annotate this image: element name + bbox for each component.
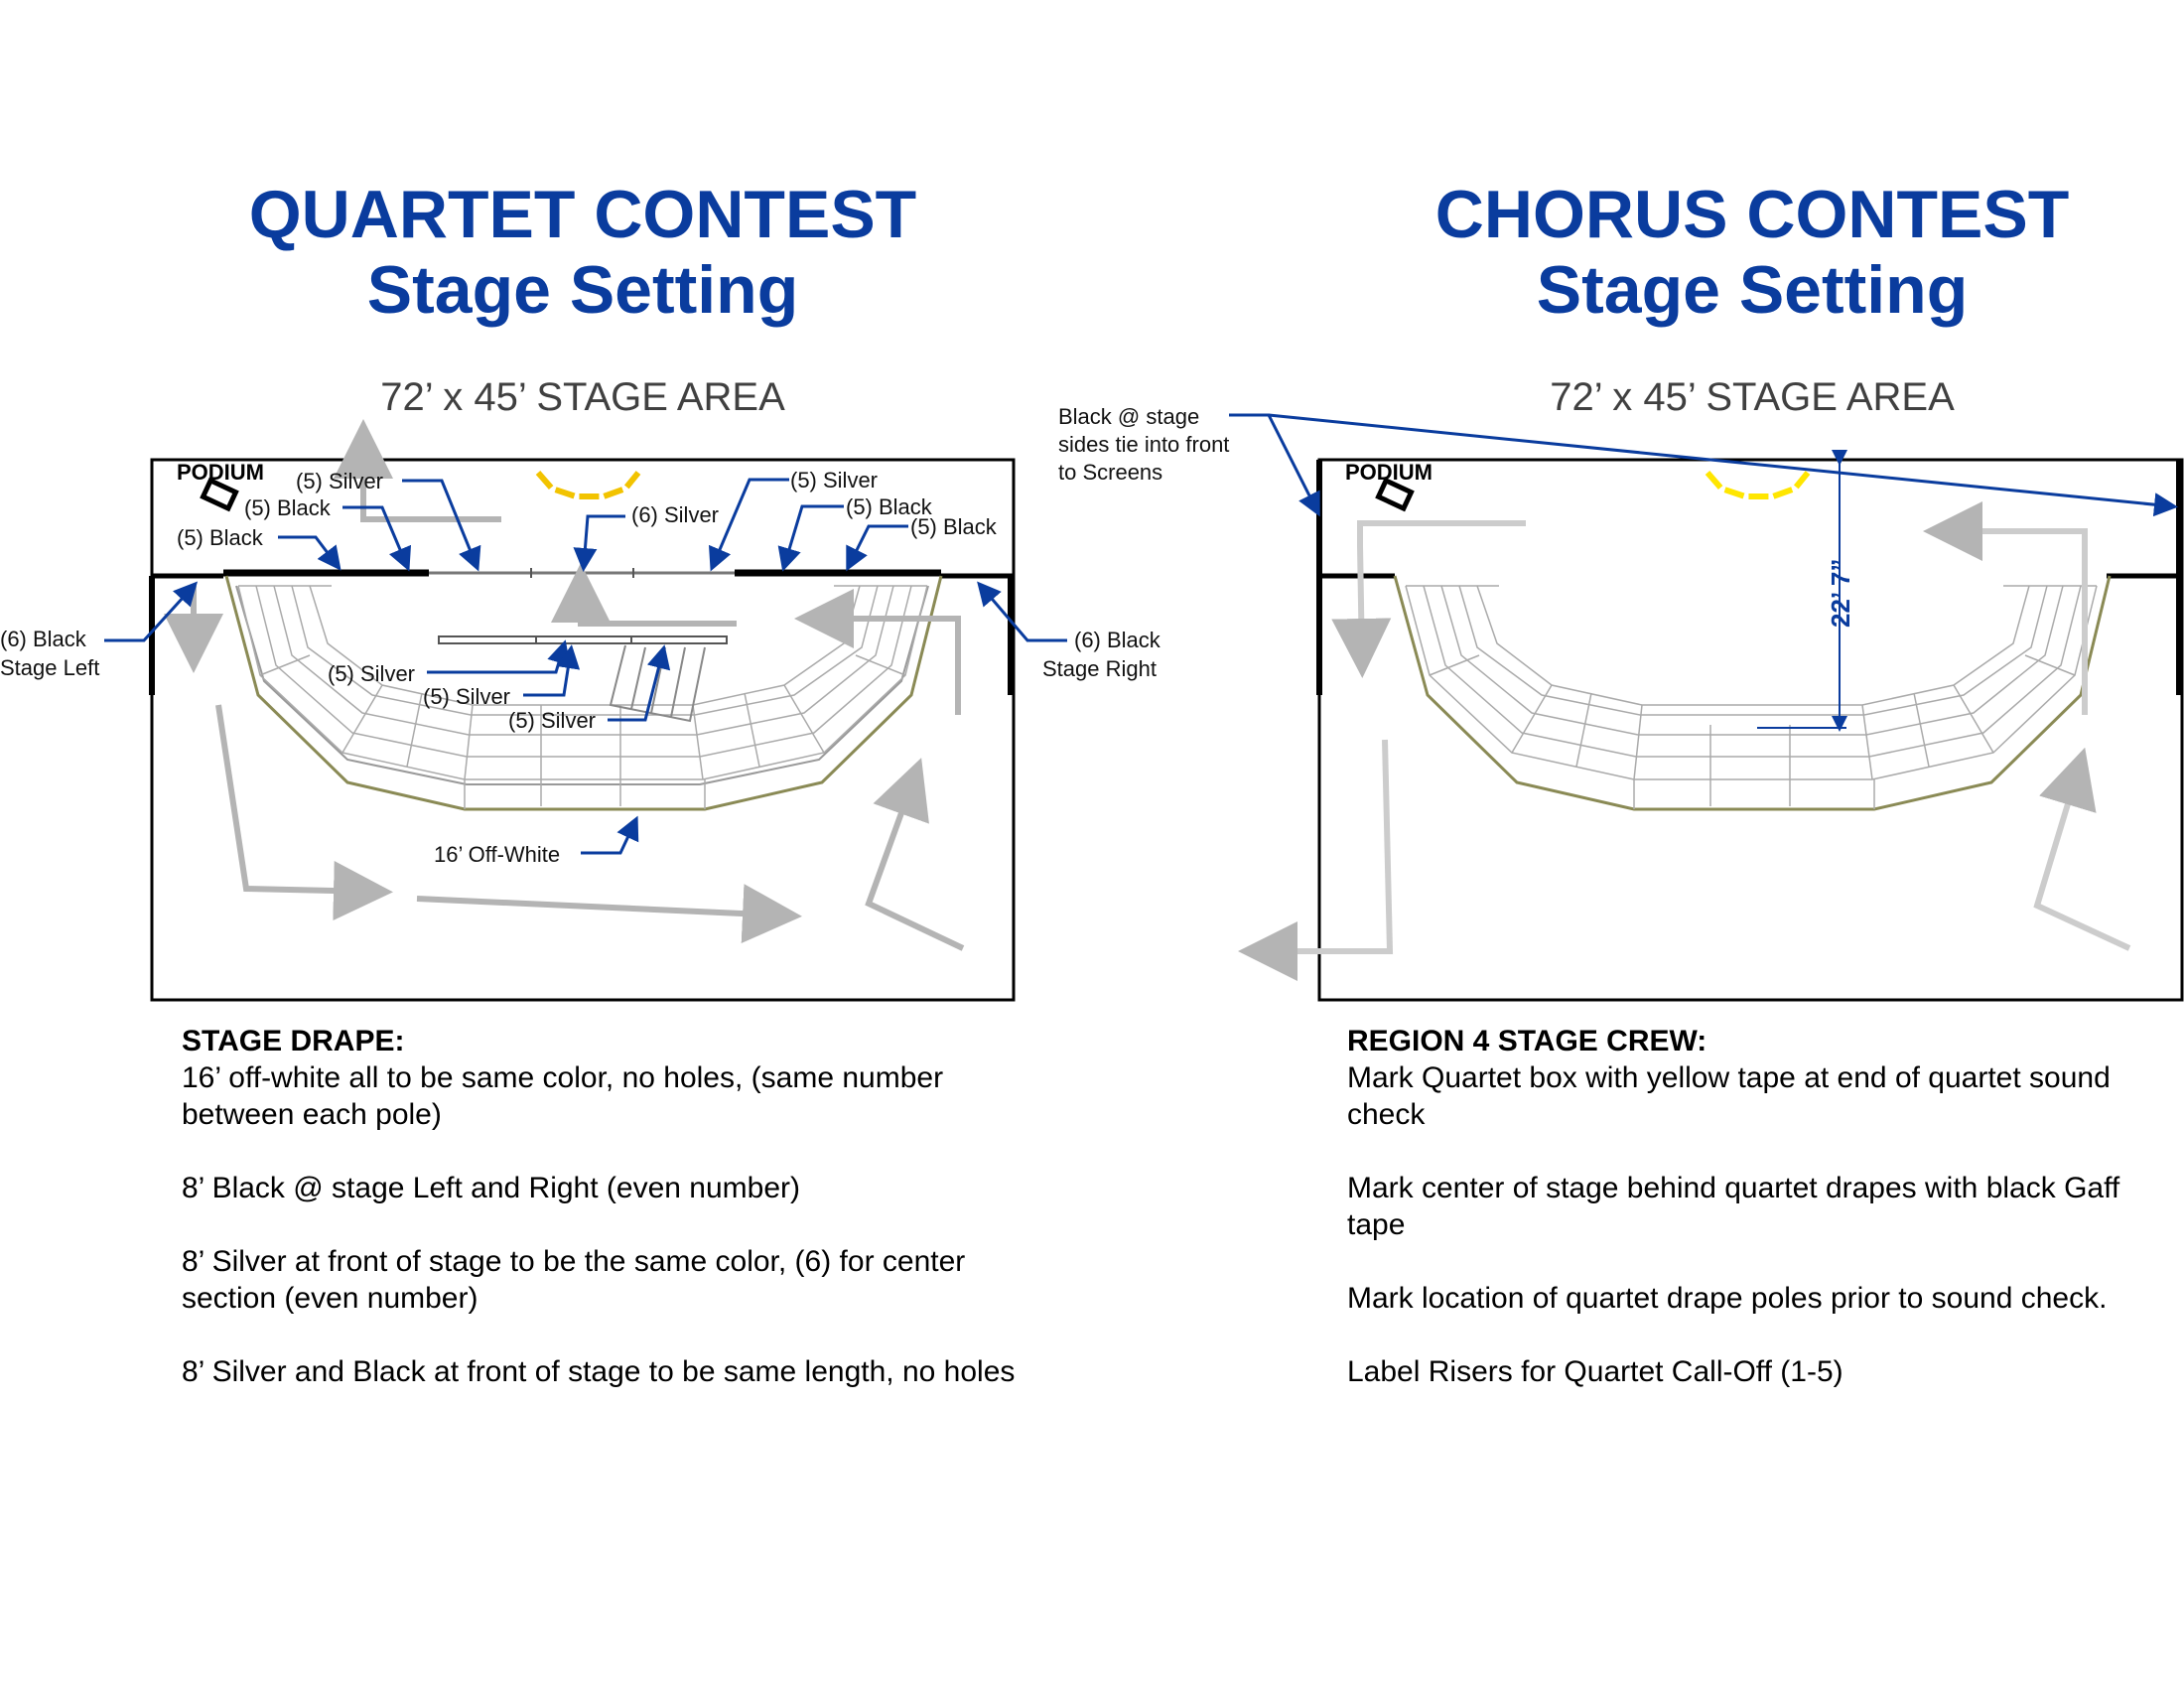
callout-silver-top-right <box>709 478 789 572</box>
chorus-flow-arrow-1 <box>1331 520 1526 678</box>
callout-stage-left <box>104 581 199 642</box>
label-stage-right-2: Stage Right <box>1042 656 1157 681</box>
quartet-stage-area: 72’ x 45’ STAGE AREA <box>380 375 785 419</box>
stage-crew-note: Label Risers for Quartet Call-Off (1-5) <box>1347 1355 1843 1388</box>
quartet-riser-grid <box>237 585 928 809</box>
quartet-title: QUARTET CONTEST Stage Setting <box>136 177 1029 328</box>
quartet-title-line1: QUARTET CONTEST <box>248 177 917 252</box>
quartet-riser-inner <box>235 585 929 785</box>
chorus-stage-outline <box>1317 458 2184 1002</box>
quartet-riser-outline <box>224 575 943 811</box>
callout-offwhite <box>581 815 639 855</box>
label-black-top-left-a: (5) Black <box>244 495 332 520</box>
quartet-flow-arrow-7 <box>865 758 965 951</box>
callout-silver-center <box>573 514 625 572</box>
stage-drape-heading: STAGE DRAPE: <box>182 1025 405 1057</box>
label-silver-c: (5) Silver <box>508 708 596 733</box>
quartet-box-yellow <box>535 471 641 499</box>
quartet-flow-arrow-6 <box>416 884 802 944</box>
callout-stage-right <box>977 581 1067 642</box>
chorus-stage-area: 72’ x 45’ STAGE AREA <box>1550 375 1955 419</box>
stage-drape-notes: STAGE DRAPE: 16’ off-white all to be sam… <box>182 1023 1025 1427</box>
quartet-title-line2: Stage Setting <box>366 252 799 328</box>
chorus-diagram: PODIUM <box>1058 404 2184 1002</box>
quartet-front-silver-drape <box>438 635 728 644</box>
label-offwhite: 16’ Off-White <box>434 842 560 867</box>
stage-crew-note: Mark center of stage behind quartet drap… <box>1347 1172 2120 1241</box>
quartet-flow-arrow-1 <box>334 419 501 522</box>
stage-drape-note: 8’ Silver at front of stage to be the sa… <box>182 1245 966 1315</box>
chorus-flow-arrow-2 <box>1238 739 1394 981</box>
callout-silver-c <box>608 644 671 722</box>
quartet-flow-arrow-3 <box>551 563 737 627</box>
callout-silver-top-left <box>402 479 481 572</box>
label-stage-left-1: (6) Black <box>0 627 87 651</box>
chorus-callout-right <box>1268 413 2178 517</box>
callout-black-top-right-b <box>846 524 908 572</box>
chorus-flow-arrows <box>1238 501 2131 981</box>
quartet-podium-label: PODIUM <box>177 460 264 485</box>
label-stage-left-2: Stage Left <box>0 655 99 680</box>
quartet-podium-icon <box>200 477 239 512</box>
label-black-top-left-b: (5) Black <box>177 525 264 550</box>
callout-black-top-left-b <box>278 535 341 571</box>
label-silver-center: (6) Silver <box>631 502 719 527</box>
stage-crew-heading: REGION 4 STAGE CREW: <box>1347 1025 1707 1057</box>
callout-silver-b <box>523 644 581 697</box>
label-black-top-right-b: (5) Black <box>910 514 998 539</box>
stage-crew-note: Mark Quartet box with yellow tape at end… <box>1347 1061 2111 1131</box>
chorus-title-line1: CHORUS CONTEST <box>1434 177 2070 252</box>
callout-silver-a <box>427 639 571 674</box>
chorus-flow-arrow-4 <box>2033 747 2131 951</box>
chorus-callout-line3: to Screens <box>1058 460 1162 485</box>
label-silver-top-left: (5) Silver <box>296 469 383 493</box>
chorus-quartet-box-yellow <box>1705 471 1811 499</box>
chorus-flow-arrow-3 <box>1923 501 2088 715</box>
chorus-title-line2: Stage Setting <box>1536 252 1969 328</box>
stage-crew-note: Mark location of quartet drape poles pri… <box>1347 1282 2108 1315</box>
quartet-flow-arrow-5 <box>215 704 393 921</box>
chorus-callout-left <box>1229 413 1320 517</box>
chorus-title: CHORUS CONTEST Stage Setting <box>1305 177 2184 328</box>
quartet-stage-outline <box>150 458 1016 1002</box>
stage-drape-note: 16’ off-white all to be same color, no h… <box>182 1061 944 1131</box>
stage-crew-notes: REGION 4 STAGE CREW: Mark Quartet box wi… <box>1347 1023 2181 1427</box>
callout-black-top-left-a <box>342 505 412 572</box>
label-black-top-right-a: (5) Black <box>846 494 933 519</box>
label-stage-right-1: (6) Black <box>1074 628 1161 652</box>
chorus-callout-lines <box>1229 413 2178 517</box>
chorus-riser-grid <box>1405 585 2098 809</box>
quartet-flow-arrow-4 <box>794 589 961 715</box>
quartet-diagram: PODIUM <box>0 419 1161 1002</box>
chorus-riser-outline <box>1393 575 2112 811</box>
label-silver-a: (5) Silver <box>328 661 415 686</box>
chorus-dimension-label: 22’ 7” <box>1826 559 1855 628</box>
chorus-callout-line2: sides tie into front <box>1058 432 1229 457</box>
callout-black-top-right-a <box>777 504 844 572</box>
label-silver-b: (5) Silver <box>423 684 510 709</box>
chorus-callout-line1: Black @ stage <box>1058 404 1199 429</box>
quartet-callouts <box>104 478 1067 855</box>
stage-drape-note: 8’ Black @ stage Left and Right (even nu… <box>182 1172 800 1204</box>
quartet-flow-arrows <box>164 419 965 951</box>
label-silver-top-right: (5) Silver <box>790 468 878 492</box>
stage-drape-note: 8’ Silver and Black at front of stage to… <box>182 1355 1016 1388</box>
chorus-podium-icon <box>1375 477 1415 512</box>
quartet-small-riser <box>609 644 706 723</box>
